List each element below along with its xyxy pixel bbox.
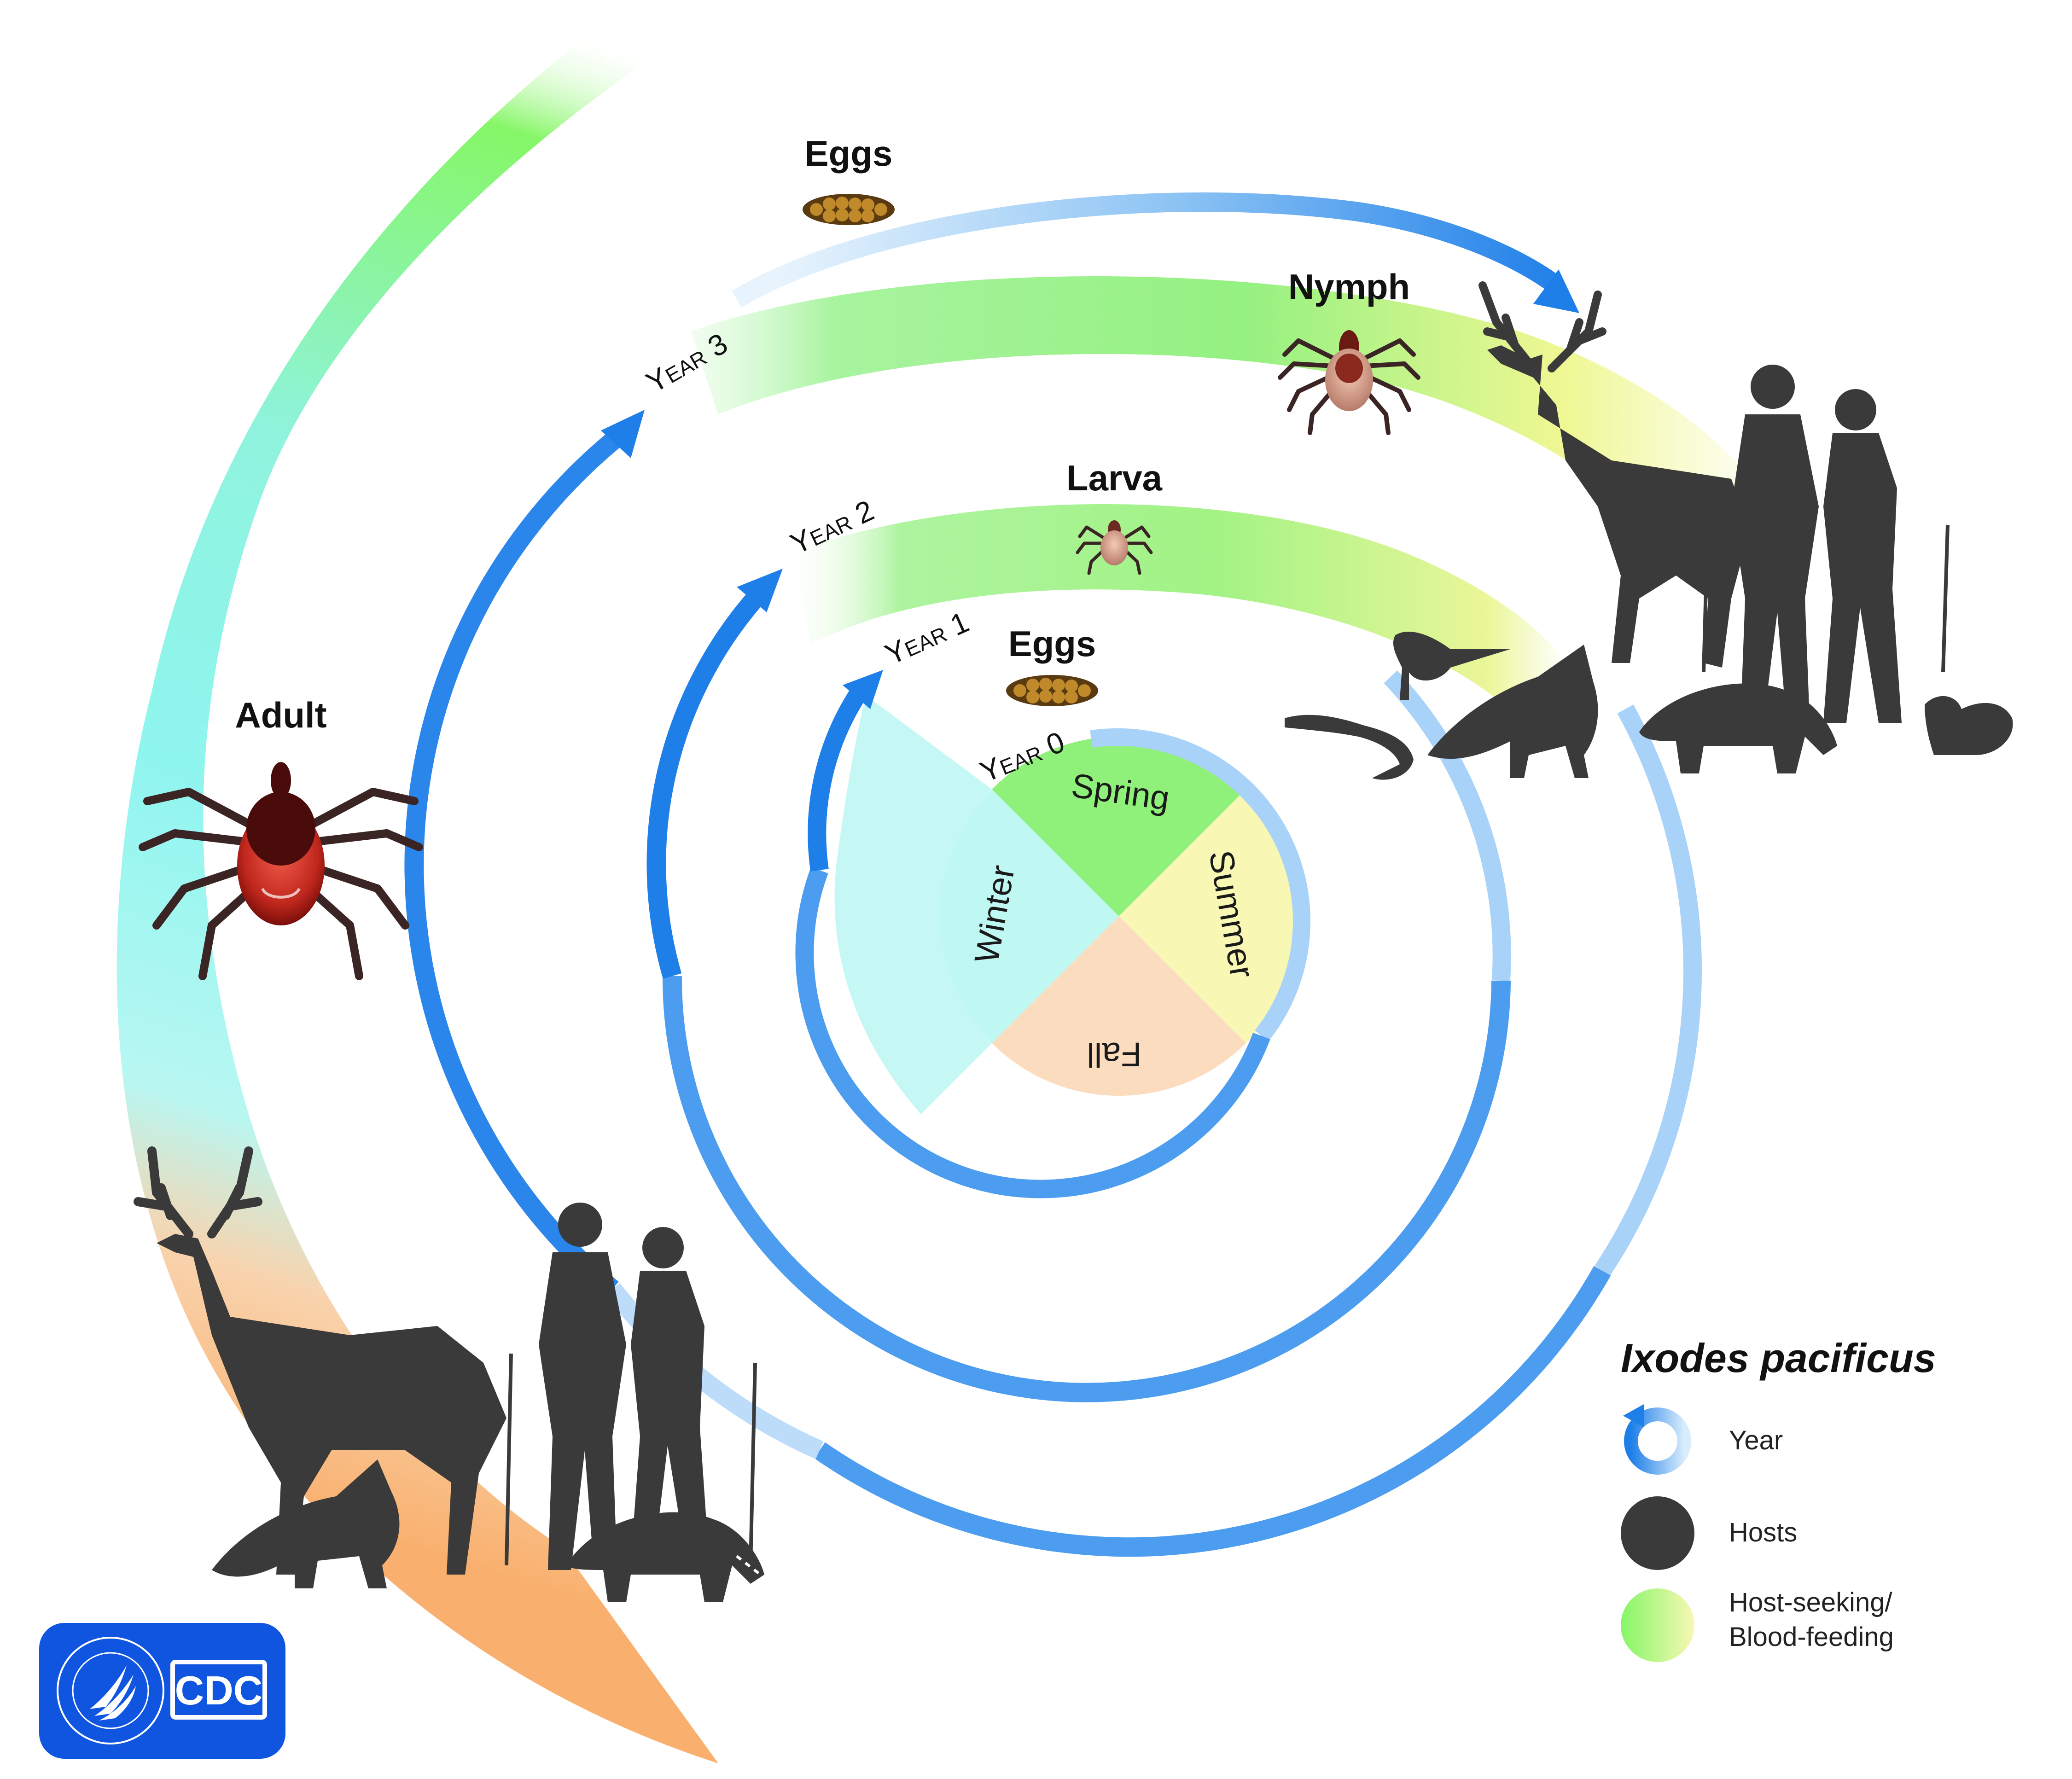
year0-ring-lower xyxy=(795,867,1270,1198)
season-winter-wedge xyxy=(939,789,1119,1043)
season-fall xyxy=(992,916,1246,1096)
legend-host-seeking-line2: Blood-feeding xyxy=(1729,1622,1894,1652)
year1-ring-lower xyxy=(662,976,1511,1402)
lizard-silhouette xyxy=(1285,715,1414,780)
eggs-top-label: Eggs xyxy=(805,133,893,174)
hosts-top-right xyxy=(1285,281,2013,780)
year1-ring-right xyxy=(1384,670,1511,982)
year2-ring-left xyxy=(404,430,623,1297)
people-silhouettes-bottom xyxy=(505,1203,757,1570)
adult-tick-icon xyxy=(139,762,423,980)
eggs-top-icon xyxy=(803,194,895,225)
nymph-tick-icon xyxy=(1278,330,1420,435)
cdc-logo-background xyxy=(39,1623,285,1759)
deer-silhouette-bottom xyxy=(134,1146,506,1575)
year1-arrowhead xyxy=(737,569,783,612)
cdc-text: CDC xyxy=(175,1668,263,1713)
stage-labels: Eggs Nymph Larva Eggs Adult xyxy=(235,133,1410,735)
larva-tick-icon xyxy=(1076,520,1153,575)
year0-ring xyxy=(1090,728,1310,1041)
year0-label: YEAR 0 xyxy=(975,725,1069,789)
legend-year-icon xyxy=(1623,1404,1691,1475)
fall-label: Fall xyxy=(1087,1035,1141,1074)
larva-label: Larva xyxy=(1066,458,1163,498)
eggs-inner-icon xyxy=(1006,675,1098,706)
year2-ring-lower xyxy=(814,1266,1611,1557)
raccoon-silhouette-top xyxy=(1639,683,1837,773)
cdc-box xyxy=(170,1660,267,1720)
deer-silhouette-top xyxy=(1478,281,1750,668)
year3-top-arrowhead xyxy=(1533,269,1579,313)
fox-silhouette-top xyxy=(1427,645,1598,778)
year-arrows xyxy=(404,192,1702,1557)
year3-top-arrow xyxy=(732,192,1562,308)
season-summer xyxy=(1119,789,1299,1043)
year1-label: YEAR 1 xyxy=(880,605,973,671)
eggs-inner-label: Eggs xyxy=(1008,623,1096,664)
people-silhouettes-top xyxy=(1702,365,1950,723)
legend-title: Ixodes pacificus xyxy=(1621,1335,1936,1381)
year1-host-seeking-band xyxy=(792,504,1575,718)
year1-ring-left xyxy=(646,592,762,979)
nymph-label: Nymph xyxy=(1288,267,1410,307)
legend-host-seeking-line1: Host-seeking/ xyxy=(1729,1587,1892,1617)
year0-arrowhead xyxy=(843,670,883,709)
hosts-bottom-left xyxy=(134,1146,779,1602)
legend-hosts-icon xyxy=(1621,1496,1694,1570)
adult-label: Adult xyxy=(235,695,326,735)
winter-extension xyxy=(834,695,992,1114)
year0-ring-left xyxy=(808,688,867,872)
year2-arrowhead xyxy=(601,410,645,458)
year2-ring-right xyxy=(1595,704,1702,1276)
hhs-seal-icon xyxy=(57,1637,164,1744)
season-pie xyxy=(834,695,1299,1114)
raccoon-silhouette-bottom xyxy=(566,1512,779,1602)
fox-silhouette-bottom xyxy=(212,1459,400,1588)
legend-year-label: Year xyxy=(1729,1425,1783,1455)
legend: Ixodes pacificus Year Hosts Host-seeking… xyxy=(1621,1335,1936,1662)
legend-hosts-label: Hosts xyxy=(1729,1517,1797,1547)
bird-silhouette xyxy=(1393,631,1510,700)
legend-host-seeking-icon xyxy=(1621,1588,1694,1662)
year2-host-seeking-band xyxy=(691,276,1773,539)
season-spring xyxy=(992,736,1246,916)
cdc-logo: CDC xyxy=(39,1623,285,1759)
squirrel-silhouette xyxy=(1925,696,2013,755)
